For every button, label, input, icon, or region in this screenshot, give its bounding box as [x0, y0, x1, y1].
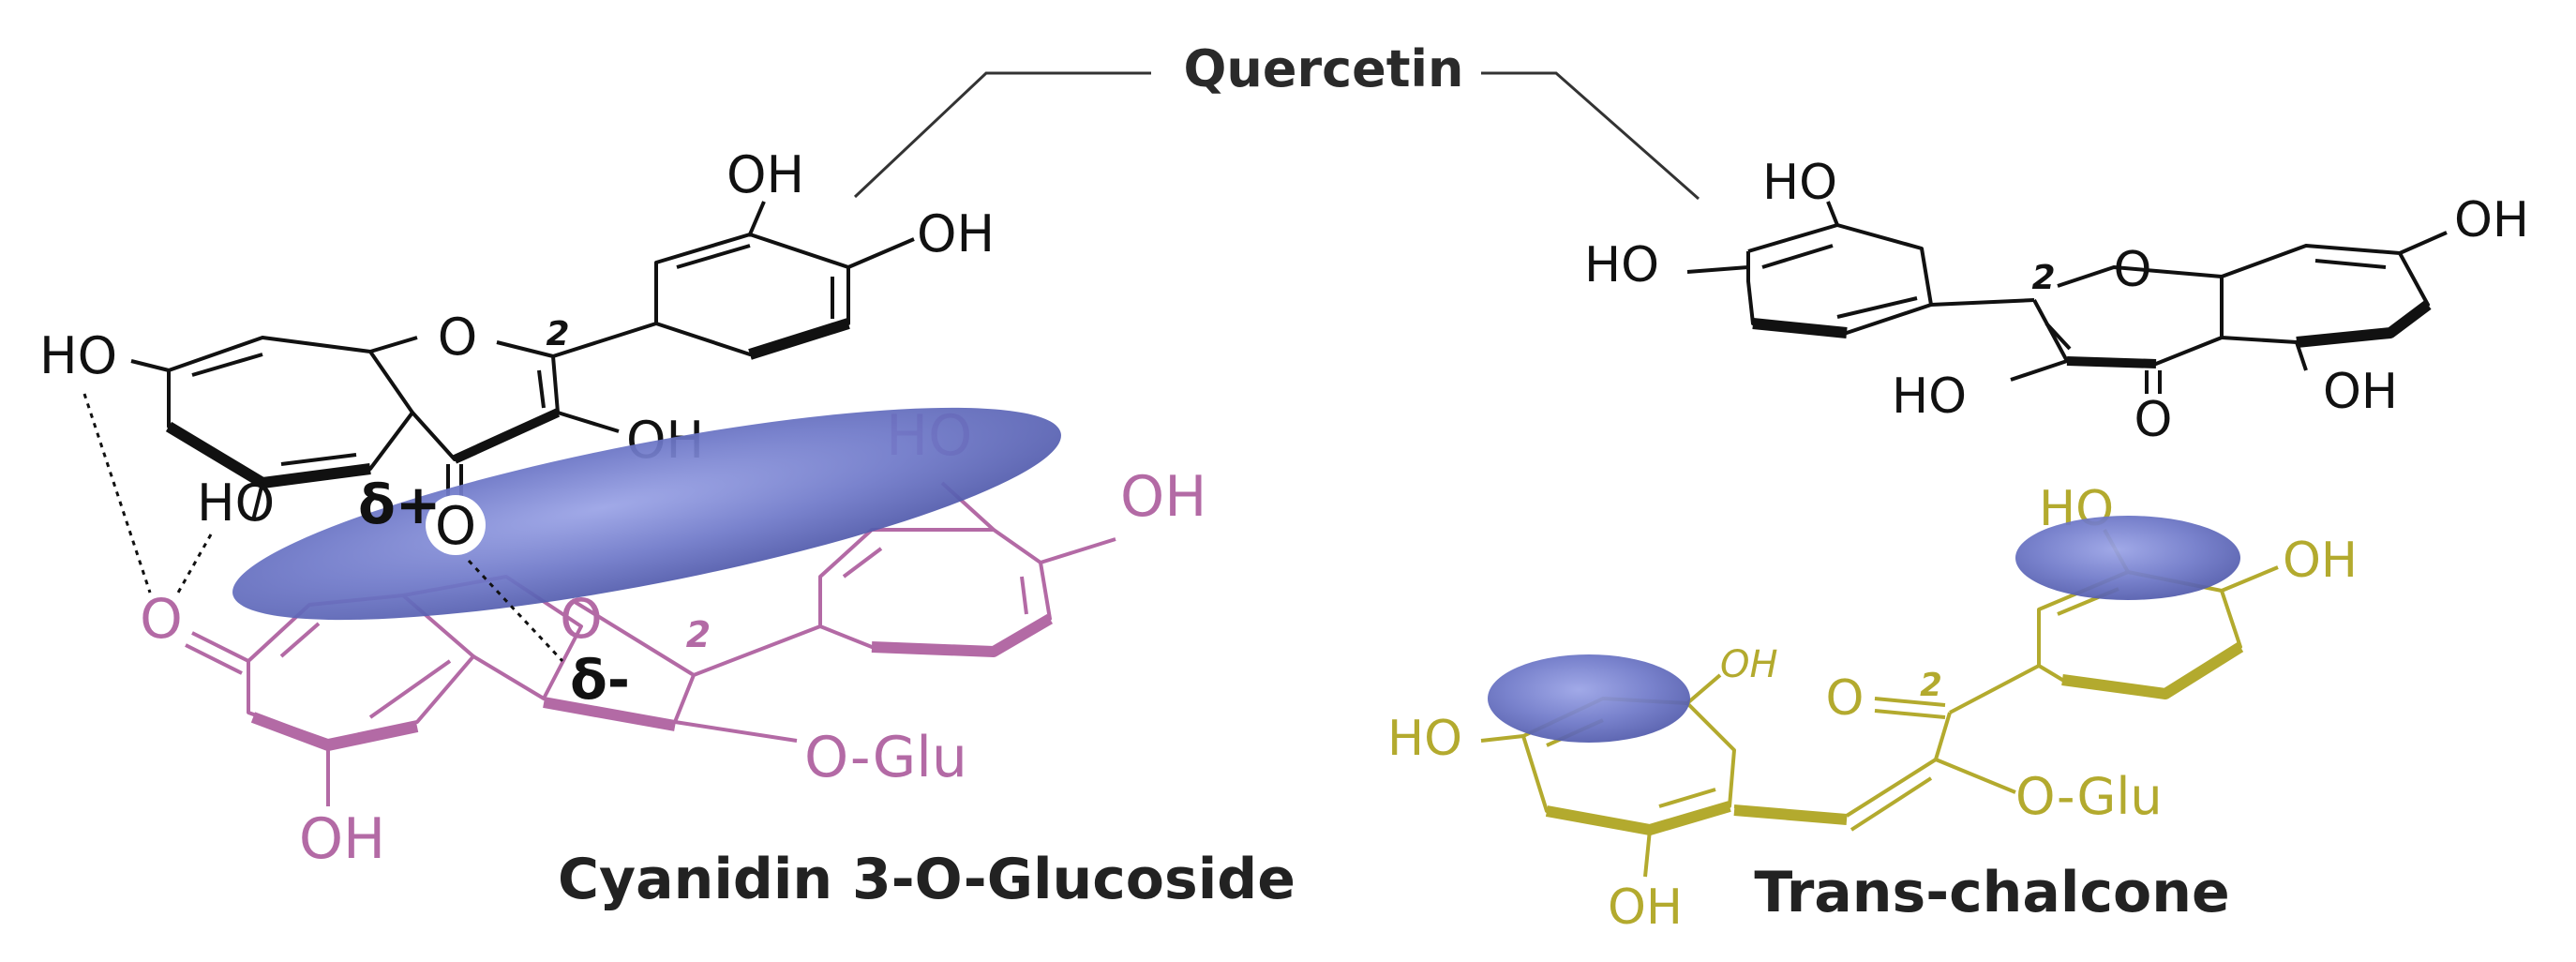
cyanidin-oh-bottom: OH	[299, 806, 385, 872]
interaction-dots-delta	[467, 559, 564, 663]
caption-cyanidin: Cyanidin 3-O-Glucoside	[558, 847, 1295, 912]
quercetin-left-structure	[130, 201, 915, 521]
trans-chalcone-structure	[1480, 529, 2279, 878]
chalcone-o-glu: O-Glu	[2015, 767, 2163, 826]
quercetin-left-ho-left: HO	[39, 326, 117, 385]
quercetin-right-ho-bottom: HO	[1892, 368, 1967, 425]
cyanidin-oh-right: OH	[1120, 464, 1206, 530]
chalcone-oh-right: OH	[2283, 533, 2358, 589]
quercetin-right-ho-top: HO	[1762, 155, 1837, 211]
delta-plus-label: δ+	[358, 473, 441, 536]
interaction-dots-ho-o-2	[176, 534, 213, 594]
quercetin-right-ho-left: HO	[1584, 237, 1659, 293]
delta-minus-label: δ-	[570, 648, 630, 712]
quercetin-right-o-carbonyl: O	[2134, 392, 2173, 448]
quercetin-right-o-ring: O	[2114, 242, 2152, 298]
caption-trans-chalcone: Trans-chalcone	[1754, 860, 2229, 925]
chalcone-o-carbonyl: O	[1826, 670, 1865, 727]
leader-line-left	[853, 71, 1151, 199]
quercetin-left-oh-top: OH	[726, 145, 804, 204]
quercetin-right-num-2: 2	[2031, 259, 2055, 297]
quercetin-right-oh-right: OH	[2454, 192, 2529, 248]
quercetin-right-oh-bottom-right: OH	[2323, 364, 2398, 420]
overlap-ellipse-left	[232, 407, 1061, 621]
overlap-ellipse-chalcone-left	[1488, 654, 1690, 743]
chalcone-oh-ring: OH	[1720, 643, 1778, 686]
cyanidin-o-glu: O-Glu	[804, 725, 967, 790]
cyanidin-3-o-glucoside-structure	[185, 481, 1116, 806]
quercetin-left-o-carbonyl: O	[435, 496, 476, 557]
leader-line-right	[1481, 71, 1700, 201]
chalcone-oh-bottom: OH	[1608, 879, 1683, 936]
quercetin-left-oh-right: OH	[917, 204, 995, 263]
cyanidin-o-left: O	[140, 587, 183, 651]
chalcone-ho-left: HO	[1387, 711, 1462, 767]
title-quercetin: Quercetin	[1183, 39, 1463, 98]
quercetin-left-o-ring: O	[438, 308, 478, 367]
overlap-ellipse-chalcone-right	[2015, 516, 2240, 600]
interaction-dots-ho-o	[82, 393, 152, 594]
cyanidin-num-2: 2	[686, 614, 711, 655]
quercetin-left-carbonyl-o-bg	[426, 495, 486, 555]
quercetin-left-ho-bottom: HO	[197, 473, 275, 533]
quercetin-right-structure	[1686, 201, 2448, 394]
chalcone-num-2: 2	[1920, 667, 1942, 704]
quercetin-left-num-2: 2	[546, 315, 569, 353]
